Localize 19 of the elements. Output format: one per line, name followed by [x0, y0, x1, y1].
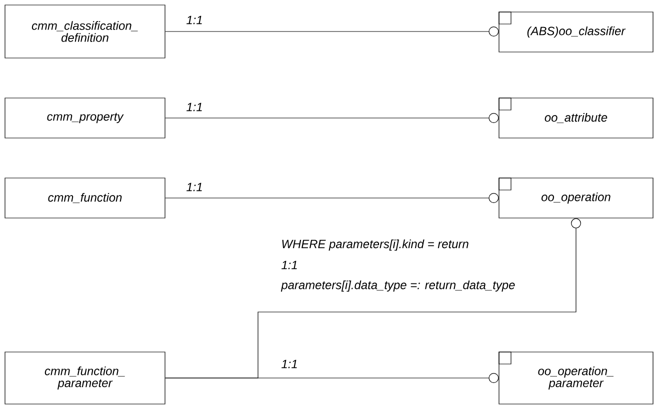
entity-box: oo_operation: [498, 178, 654, 218]
entity-box: oo_attribute: [498, 98, 654, 138]
edge-label: 1:1: [185, 182, 204, 192]
entity-box: cmm_function_ parameter: [4, 352, 166, 404]
edge-label: 1:1: [185, 14, 204, 26]
edge-label: 1:1: [280, 260, 299, 270]
connector-line: [165, 113, 499, 123]
entity-box: oo_operation_ parameter: [498, 352, 654, 404]
connector-line: [165, 193, 499, 203]
entity-box: cmm_function: [4, 178, 166, 218]
entity-box: cmm_property: [4, 98, 166, 138]
entity-box: (ABS)oo_classifier: [498, 12, 654, 52]
connector-line: [165, 373, 499, 383]
edge-label: 1:1: [280, 358, 299, 370]
edge-label: 1:1: [185, 102, 204, 112]
constraint-text: WHERE parameters[i].kind = return: [282, 239, 468, 251]
connector-line: [165, 26, 499, 36]
entity-box: cmm_classification_ definition: [4, 4, 166, 58]
constraint-text: parameters[i].data_type =: return_data_type: [280, 280, 515, 292]
